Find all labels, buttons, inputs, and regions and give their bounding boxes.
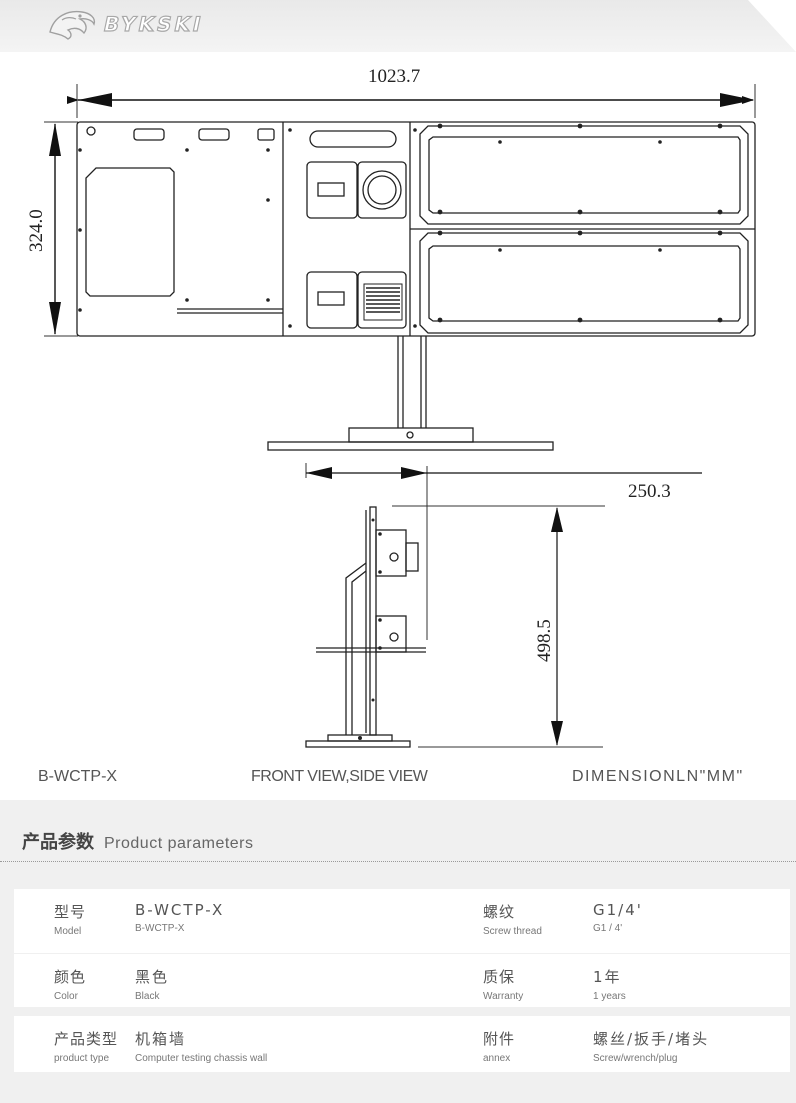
param-value-en: Black [135,991,160,1002]
side-view-details [358,518,382,740]
param-value: 机箱墙 Computer testing chassis wall [135,1016,267,1064]
param-label: 质保 Warranty [483,954,523,1002]
param-label: 螺纹 Screw thread [483,889,542,937]
param-value-cn: B-WCTP-X [135,901,225,919]
param-value-cn: 黑色 [135,968,170,986]
caption-units: DIMENSIONLN"MM" [572,768,744,785]
param-value-en: 1 years [593,991,626,1002]
param-value: G1/4' G1 / 4' [593,889,643,934]
params-title-en: Product parameters [104,835,254,852]
front-panel-details [78,123,723,328]
param-label: 附件 annex [483,1016,515,1064]
param-label-en: Model [54,926,82,937]
param-value-en: G1 / 4' [593,923,623,934]
height-dim-label: 324.0 [26,209,47,252]
param-value-cn: 1年 [593,968,622,986]
brand-wordmark: BYKSKI [101,11,207,36]
param-label-en: annex [483,1053,511,1064]
param-value-cn: 螺丝/扳手/堵头 [593,1030,710,1048]
param-label-cn: 螺纹 [483,903,516,921]
width-dim-label: 1023.7 [368,66,420,87]
param-label: 颜色 Color [54,954,86,1002]
height-dimension: 324.0 [26,121,78,337]
param-row: 颜色 Color 黑色 Black 质保 Warranty 1年 1 years [14,954,790,1007]
param-value-en: Screw/wrench/plug [593,1053,678,1064]
brand-logo: BYKSKI [46,6,207,42]
param-value: B-WCTP-X B-WCTP-X [135,889,224,934]
param-value: 螺丝/扳手/堵头 Screw/wrench/plug [593,1016,709,1064]
header-band [0,0,796,52]
param-value: 黑色 Black [135,954,169,1002]
param-label-en: Warranty [483,991,524,1002]
total-height-dimension: 498.5 [392,505,605,748]
width-dimension: 1023.7 [67,66,756,118]
param-label: 型号 Model [54,889,86,937]
dragon-head-icon [49,10,96,40]
params-title-cn: 产品参数 [22,832,94,853]
front-panel [76,121,756,337]
param-label-cn: 型号 [54,903,87,921]
param-value-cn: 机箱墙 [135,1030,187,1048]
param-label-cn: 质保 [483,968,516,986]
caption-view: FRONT VIEW,SIDE VIEW [251,768,428,785]
side-view [305,506,426,748]
front-stand [267,336,554,451]
param-label-en: Screw thread [483,926,542,937]
total-height-dim-label: 498.5 [534,619,555,662]
param-value: 1年 1 years [593,954,626,1002]
param-label-en: Color [54,991,78,1002]
caption-model: B-WCTP-X [38,768,118,785]
param-label-cn: 颜色 [54,968,87,986]
param-label-cn: 附件 [483,1030,516,1048]
depth-dim-label: 250.3 [628,481,671,502]
param-row: 产品类型 product type 机箱墙 Computer testing c… [14,1016,790,1072]
depth-dimension: 250.3 [305,463,702,640]
params-header: 产品参数 Product parameters [22,828,254,854]
header-corner [748,0,796,52]
param-label: 产品类型 product type [54,1016,118,1064]
param-value-en: Computer testing chassis wall [135,1053,268,1064]
param-row: 型号 Model B-WCTP-X B-WCTP-X 螺纹 Screw thre… [14,889,790,953]
params-divider [0,861,796,862]
param-value-en: B-WCTP-X [135,923,185,934]
param-label-en: product type [54,1053,110,1064]
technical-drawing: 1023.7 324.0 [26,66,756,748]
param-value-cn: G1/4' [593,901,643,919]
param-label-cn: 产品类型 [54,1030,119,1048]
